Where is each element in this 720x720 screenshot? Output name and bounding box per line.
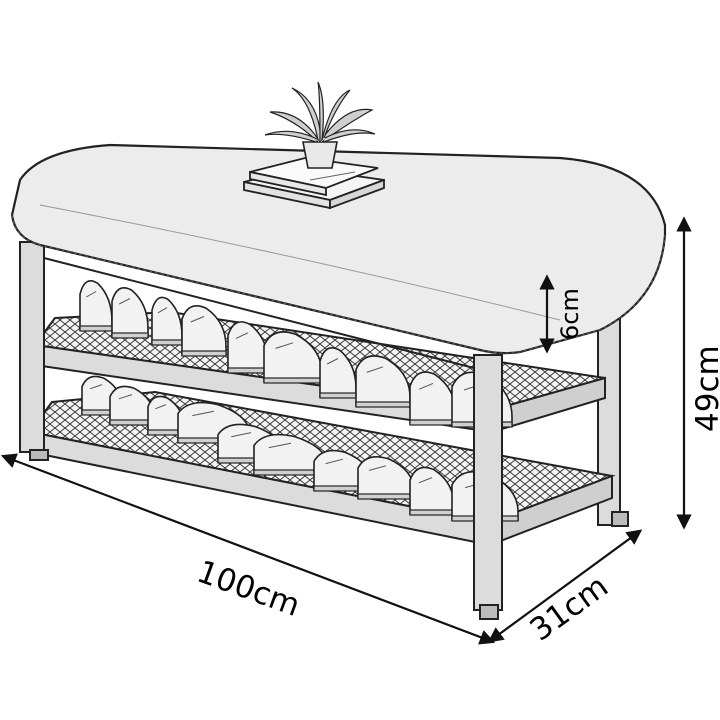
- shoe-icon: [151, 296, 183, 346]
- shoe-icon: [409, 371, 457, 426]
- depth-dimension-line: [487, 529, 643, 643]
- height-label: 49cm: [690, 345, 720, 432]
- shoe-icon: [109, 385, 155, 426]
- book-stack-icon: [243, 157, 385, 210]
- plant-pot-icon: [264, 81, 376, 169]
- width-dimension-line: [0, 453, 496, 645]
- shoe-icon: [79, 280, 113, 332]
- cushion: [10, 143, 667, 355]
- dimension-lines: [0, 216, 692, 645]
- cushion-thickness-label: 6cm: [556, 288, 584, 340]
- shoe-icon: [111, 287, 149, 339]
- shoe-icon: [181, 305, 227, 357]
- depth-label: 31cm: [524, 568, 615, 648]
